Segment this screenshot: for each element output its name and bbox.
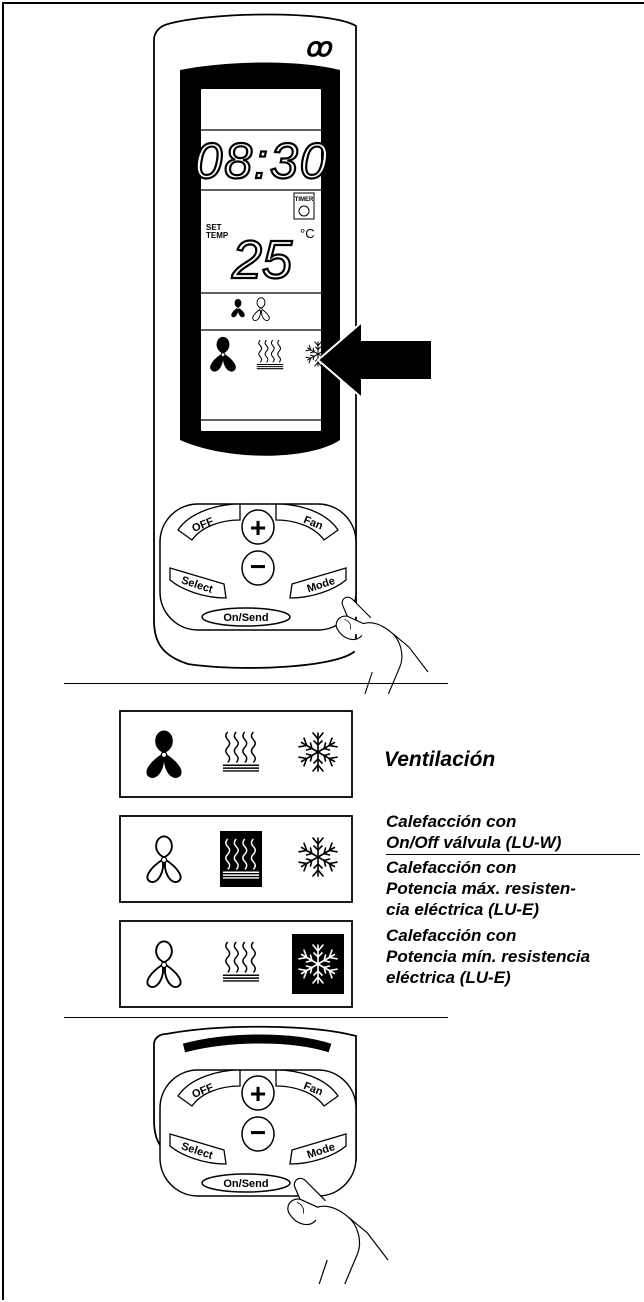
fan-button[interactable] (275, 503, 339, 541)
on-send-button[interactable] (201, 1173, 291, 1193)
legend-heat-valve: Calefacción con On/Off válvula (LU-W) (386, 812, 562, 852)
select-button[interactable] (169, 567, 227, 599)
on-send-label: On/Send (223, 612, 268, 624)
legend-heat-max: Calefacción con Potencia máx. resisten- … (386, 858, 576, 919)
on-send-label: On/Send (223, 1178, 268, 1190)
divider (64, 683, 448, 684)
plus-button[interactable] (241, 1075, 275, 1111)
plus-button[interactable] (241, 509, 275, 545)
legend-ventilation: Ventilación (384, 748, 496, 771)
clock-display: 08:30 (194, 133, 329, 189)
legend-heat-min: Calefacción con Potencia mín. resistenci… (386, 926, 591, 987)
fan-button[interactable] (275, 1069, 339, 1107)
brand-logo: ꝏ (305, 32, 334, 62)
minus-label: − (250, 1117, 266, 1148)
arrow-icon (316, 319, 433, 401)
mode-button[interactable] (289, 1133, 347, 1165)
divider (64, 1017, 448, 1018)
plus-label: + (250, 1078, 266, 1109)
off-button[interactable] (177, 1069, 241, 1107)
on-send-button[interactable] (201, 607, 291, 627)
minus-button[interactable] (241, 1116, 275, 1152)
select-button[interactable] (169, 1133, 227, 1165)
divider (386, 854, 640, 855)
timer-icon (298, 205, 310, 217)
hand-icon (287, 1177, 389, 1284)
mode-button[interactable] (289, 567, 347, 599)
plus-label: + (250, 512, 266, 543)
temperature-unit: °C (300, 226, 315, 241)
display-screen (199, 87, 323, 433)
minus-button[interactable] (241, 550, 275, 586)
minus-label: − (250, 551, 266, 582)
temperature-display: 25 (231, 230, 293, 290)
timer-label: TIMER (295, 197, 314, 203)
off-button[interactable] (177, 503, 241, 541)
display-bezel-bottom (182, 1034, 332, 1053)
